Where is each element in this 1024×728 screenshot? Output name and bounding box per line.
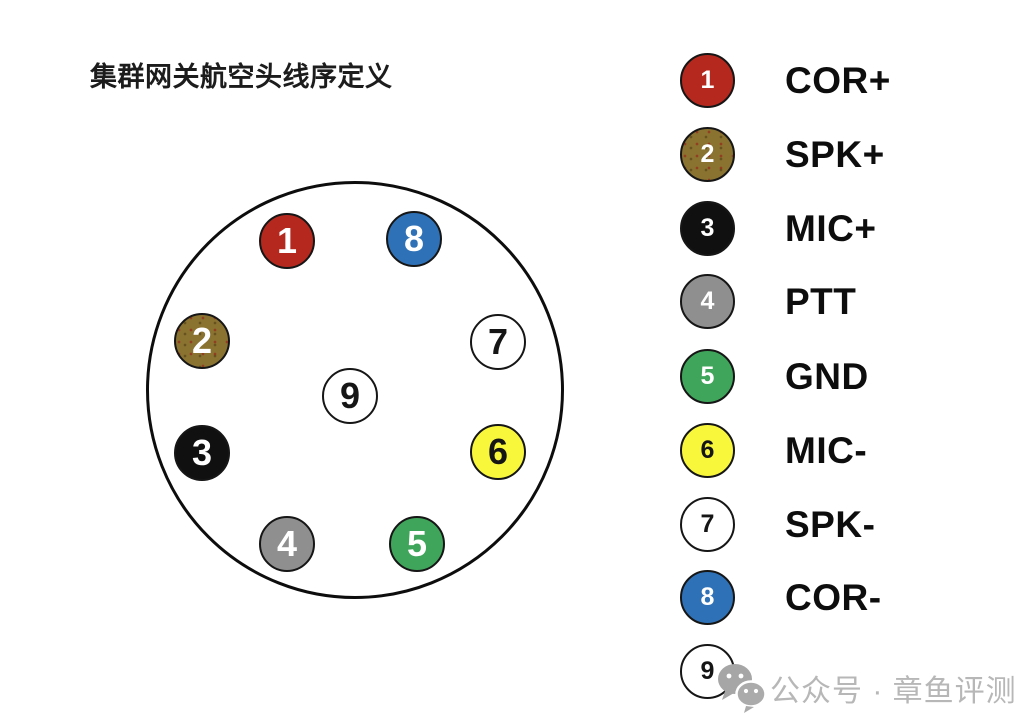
pin-8: 8	[386, 211, 442, 267]
legend-row-6: 6 MIC-	[680, 423, 867, 478]
legend-row-5: 5 GND	[680, 349, 869, 404]
pin-5: 5	[389, 516, 445, 572]
legend-row-3: 3 MIC+	[680, 201, 876, 256]
wechat-icon	[718, 664, 767, 713]
pin-1: 1	[259, 213, 315, 269]
watermark-text: 公众号 · 章鱼评测	[770, 675, 1017, 708]
pin-7: 7	[470, 314, 526, 370]
legend-row-1: 1 COR+	[680, 53, 891, 108]
legend-row-4: 4 PTT	[680, 274, 856, 329]
legend-pin-5: 5	[680, 349, 735, 404]
legend-label-7: SPK-	[785, 503, 876, 545]
legend-pin-3: 3	[680, 201, 735, 256]
legend-row-2: 2 SPK+	[680, 127, 885, 182]
pin-4: 4	[259, 516, 315, 572]
pin-3: 3	[174, 425, 230, 481]
legend-pin-4: 4	[680, 274, 735, 329]
legend-label-3: MIC+	[785, 207, 877, 249]
legend-row-7: 7 SPK-	[680, 497, 875, 552]
pin-9: 9	[322, 368, 378, 424]
legend-row-8: 8 COR-	[680, 570, 882, 625]
legend-label-5: GND	[785, 355, 869, 397]
legend-label-2: SPK+	[785, 133, 885, 175]
legend-pin-1: 1	[680, 53, 735, 108]
legend-pin-2: 2	[680, 127, 735, 182]
pin-2: 2	[174, 313, 230, 369]
page-title: 集群网关航空头线序定义	[90, 62, 393, 92]
legend-label-8: COR-	[785, 576, 882, 618]
pin-6: 6	[470, 424, 526, 480]
legend-pin-7: 7	[680, 497, 735, 552]
legend-label-1: COR+	[785, 59, 891, 101]
connector-circle: 1 2 3 4 5 6 7 8 9	[146, 181, 564, 599]
legend-pin-8: 8	[680, 570, 735, 625]
legend-label-4: PTT	[785, 280, 857, 322]
legend-label-6: MIC-	[785, 429, 868, 471]
watermark: 公众号 · 章鱼评测	[716, 662, 1017, 714]
legend-pin-6: 6	[680, 423, 735, 478]
